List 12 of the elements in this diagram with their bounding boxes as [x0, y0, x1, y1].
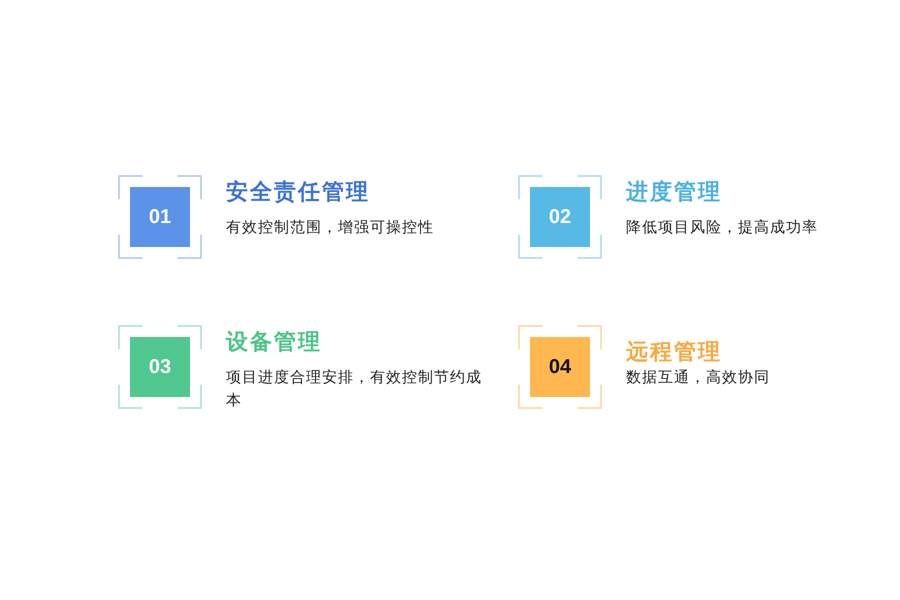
number-square: 02: [530, 187, 590, 247]
item-title: 安全责任管理: [226, 178, 370, 207]
item-description: 有效控制范围，增强可操控性: [226, 217, 435, 238]
number-square: 01: [130, 187, 190, 247]
item-title: 远程管理: [626, 339, 722, 367]
number-square: 03: [130, 337, 190, 397]
item-title: 进度管理: [626, 178, 722, 207]
item-title: 设备管理: [226, 329, 322, 357]
item-description: 降低项目风险，提高成功率: [626, 217, 819, 238]
item-description: 数据互通，高效协同: [626, 367, 771, 388]
number-square: 04: [530, 337, 590, 397]
item-description: 项目进度合理安排，有效控制节约成本: [226, 367, 483, 411]
